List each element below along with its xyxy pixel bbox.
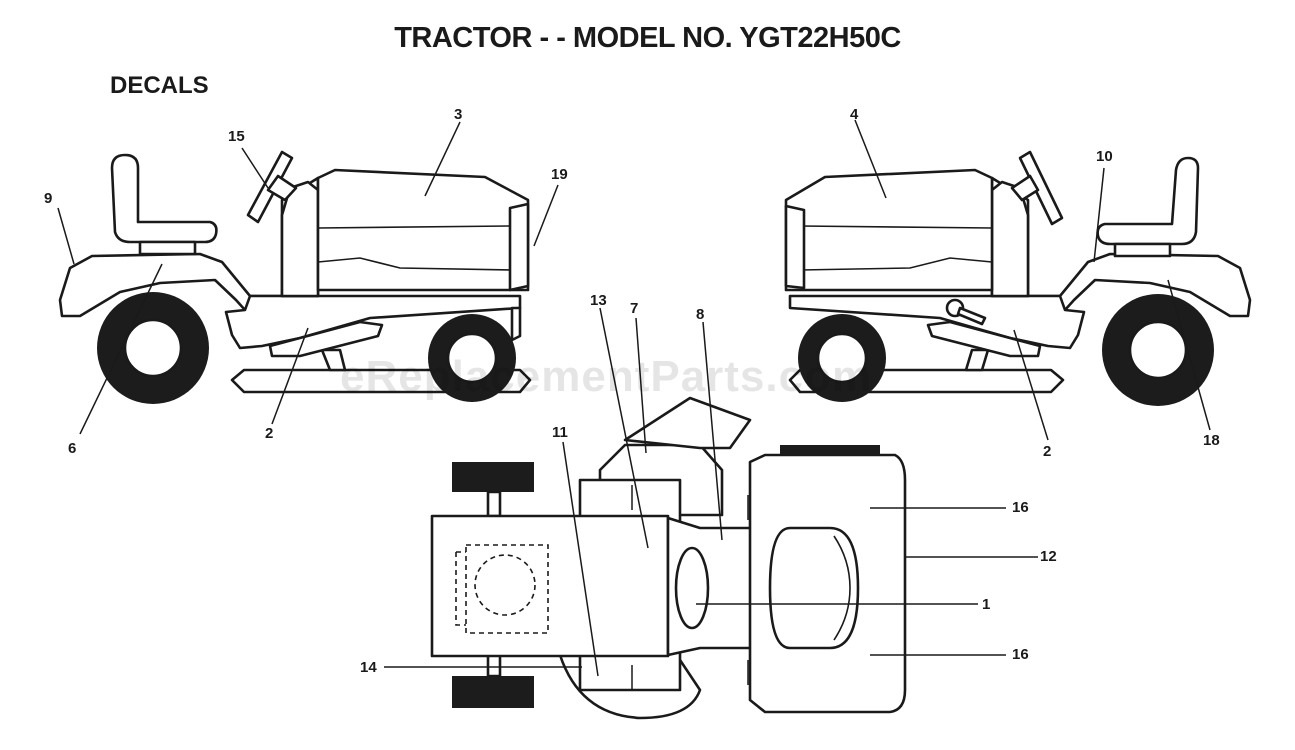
callout-4: 4 — [850, 106, 859, 123]
callout-14: 14 — [360, 659, 377, 676]
callout-19: 19 — [551, 166, 568, 183]
diagram-title: TRACTOR - - MODEL NO. YGT22H50C — [394, 22, 901, 54]
callout-1: 1 — [982, 596, 991, 613]
callout-16-top: 16 — [1012, 499, 1029, 516]
callout-18: 18 — [1203, 432, 1220, 449]
watermark-text: eReplacementParts.com — [340, 352, 873, 401]
callout-16-bottom: 16 — [1012, 646, 1029, 663]
callout-9: 9 — [44, 190, 53, 207]
callout-8: 8 — [696, 306, 705, 323]
section-heading: DECALS — [110, 72, 209, 99]
callout-12: 12 — [1040, 548, 1057, 565]
callout-leader-lines — [57, 119, 1211, 677]
callout-13: 13 — [590, 292, 607, 309]
callout-2-right: 2 — [1043, 443, 1052, 460]
callout-3: 3 — [454, 106, 463, 123]
callout-15: 15 — [228, 128, 245, 145]
tractor-left-side-view — [58, 150, 532, 404]
tractor-top-view — [430, 396, 907, 720]
callout-10: 10 — [1096, 148, 1113, 165]
callout-7: 7 — [630, 300, 639, 317]
callout-2-left: 2 — [265, 425, 274, 442]
callout-6: 6 — [68, 440, 77, 457]
tractor-right-side-view — [784, 150, 1252, 406]
callout-11: 11 — [552, 424, 568, 441]
